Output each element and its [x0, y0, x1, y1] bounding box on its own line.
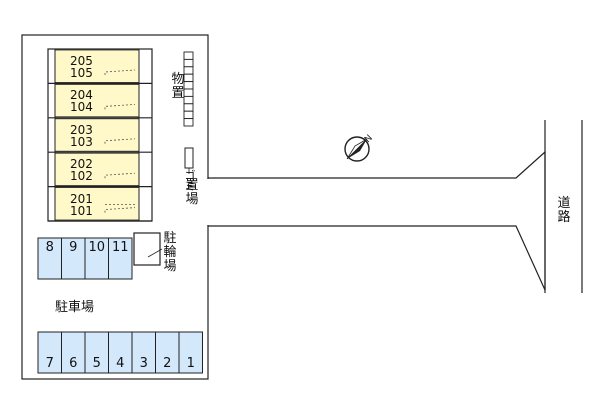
parking-slot-number: 9	[69, 240, 78, 255]
parking-slot-number: 8	[45, 240, 54, 255]
driveway	[207, 150, 546, 291]
bicycle-label-char-2: 輪	[163, 245, 177, 260]
bicycle-parking-label: 駐 輪 場	[163, 232, 177, 274]
garbage-label-char-3: 置	[185, 178, 199, 193]
unit-block	[48, 117, 152, 153]
bicycle-leader-line	[147, 248, 163, 258]
apartment-building	[47, 48, 153, 222]
parking-slot-number: 1	[186, 356, 195, 371]
parking-bottom-row	[37, 331, 203, 374]
unit-number-upper: 204	[70, 88, 93, 103]
unit-number-lower: 103	[70, 134, 93, 149]
unit-number-lower: 101	[70, 203, 93, 218]
unit-number-lower: 105	[70, 66, 93, 80]
bicycle-parking	[133, 232, 161, 266]
unit-block	[48, 186, 152, 222]
unit-number-upper: 203	[70, 122, 93, 137]
road-label-char-2: 路	[557, 210, 571, 225]
compass-icon: N	[344, 133, 375, 162]
garbage-label-char-2: ミ	[184, 180, 196, 193]
bicycle-label-char-3: 場	[163, 259, 177, 274]
parking-slot-number: 10	[88, 240, 106, 255]
parking-slot-number: 5	[92, 356, 101, 371]
parking-slot-number: 3	[139, 356, 148, 371]
parking-slot-number: 2	[163, 356, 172, 371]
unit-number-upper: 205	[70, 54, 93, 68]
garbage-area	[184, 147, 194, 169]
unit-block	[48, 152, 152, 188]
parking-slot-number: 4	[116, 356, 125, 371]
storage-shed	[183, 51, 194, 127]
garbage-label-top: ゴ ミ	[183, 170, 197, 192]
storage-label-char-2: 置	[171, 86, 185, 101]
garbage-label-char-1: ゴ	[184, 169, 196, 182]
garbage-label-char-4: 場	[185, 192, 199, 207]
parking-label: 駐車場	[55, 300, 95, 315]
road-label-char-1: 道	[557, 196, 571, 211]
parking-slot-number: 6	[69, 356, 78, 371]
unit-number-upper: 202	[70, 157, 93, 172]
unit-number-upper: 201	[70, 191, 93, 206]
parking-slot-number: 7	[45, 356, 54, 371]
parking-top-row	[37, 237, 133, 280]
road-label: 道 路	[557, 197, 571, 225]
unit-number-lower: 104	[70, 100, 93, 115]
unit-number-lower: 102	[70, 169, 93, 184]
storage-label-char-1: 物	[171, 72, 185, 87]
parking-slot-number: 11	[111, 240, 129, 255]
bicycle-label-char-1: 駐	[163, 231, 177, 246]
garbage-label-bottom: 置 場	[185, 172, 200, 207]
unit-block	[48, 49, 152, 85]
unit-block	[48, 83, 152, 119]
compass-north-label: N	[363, 133, 375, 145]
parking-slot	[178, 331, 203, 374]
storage-label: 物 置	[171, 73, 185, 101]
parking-slot	[108, 237, 133, 280]
